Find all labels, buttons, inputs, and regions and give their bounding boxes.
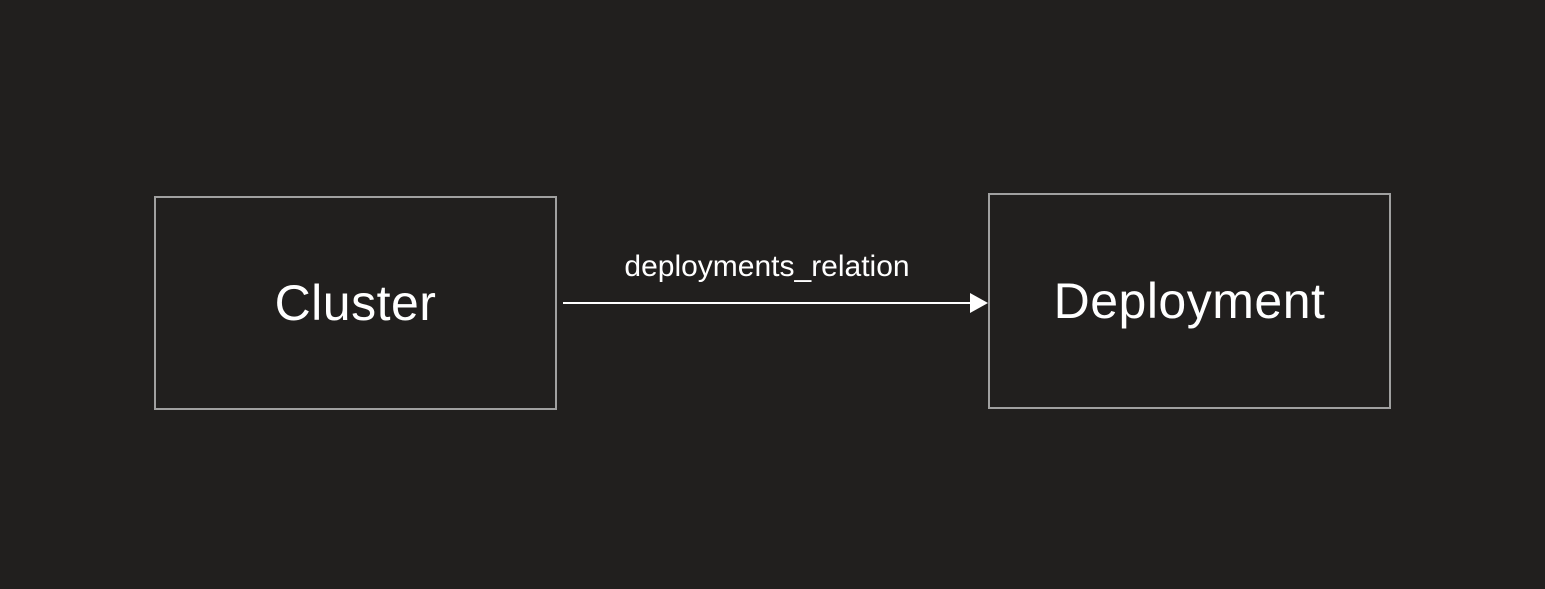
node-deployment-label: Deployment — [1053, 273, 1326, 329]
arrowhead-right-icon — [970, 293, 988, 313]
node-cluster-label: Cluster — [274, 275, 437, 331]
edge-label-deployments-relation: deployments_relation — [624, 250, 910, 283]
node-deployment[interactable]: Deployment — [988, 193, 1391, 409]
node-cluster[interactable]: Cluster — [154, 196, 557, 410]
edge-line[interactable] — [563, 302, 971, 304]
